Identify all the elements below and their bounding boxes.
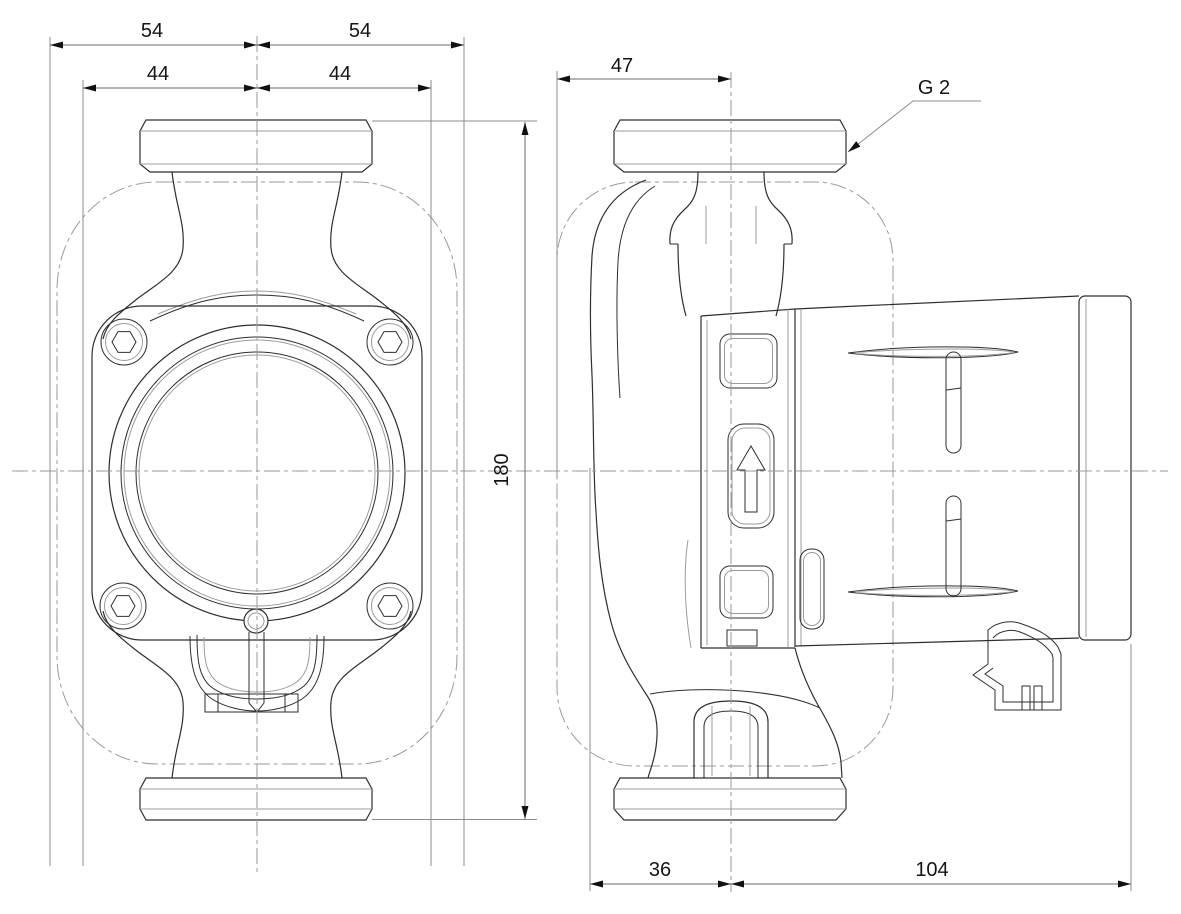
- front-top-union-nut: [139, 119, 373, 173]
- dim-104-label: 104: [915, 859, 948, 881]
- extension-lines-front: [49, 37, 465, 866]
- vent-slot-upper: [945, 351, 962, 454]
- hex-screw-bottom-right: [366, 582, 414, 630]
- side-bottom-union-nut: [613, 777, 847, 821]
- lower-recess: [719, 565, 774, 619]
- motor-end-cap: [1078, 295, 1132, 641]
- front-bottom-union-nut: [139, 777, 373, 821]
- dim-54-left-label: 54: [141, 20, 163, 42]
- cooling-fin-upper: [847, 346, 1019, 359]
- dim-180-label: 180: [491, 453, 513, 486]
- side-envelope-phantom-outline: [556, 181, 894, 767]
- side-pump-housing: [589, 179, 843, 779]
- dim-depth-47: 47: [556, 55, 731, 478]
- hex-socket-icon: [110, 595, 136, 617]
- side-top-port: [669, 171, 793, 317]
- front-dimensions: 54 54 44 44 180: [49, 20, 537, 866]
- dim-width-top-inner: 44 44: [83, 63, 431, 92]
- dim-47-label: 47: [611, 55, 633, 77]
- joint-slot: [799, 548, 825, 630]
- dim-height-180: 180: [372, 120, 537, 820]
- dim-36-label: 36: [649, 859, 671, 881]
- hex-socket-icon: [377, 595, 403, 617]
- hex-socket-icon: [377, 331, 403, 353]
- hex-screw-bottom-left: [99, 582, 147, 630]
- hex-screw-top-right: [366, 318, 414, 366]
- side-top-union-nut: [613, 119, 847, 173]
- vent-slot-lower: [945, 495, 962, 597]
- dim-54-right-label: 54: [349, 20, 371, 42]
- side-motor-housing: [794, 295, 1132, 711]
- flow-direction-button: [727, 423, 775, 529]
- side-control-head: [700, 295, 1080, 649]
- centerlines: [12, 36, 1168, 892]
- side-dimensions: 47 G 2 36 104: [556, 55, 1132, 891]
- hex-screw-top-left: [100, 318, 148, 366]
- hex-socket-icon: [111, 331, 137, 353]
- side-view: [556, 119, 1132, 821]
- electrical-plug-housing: [972, 621, 1062, 711]
- dim-44-right-label: 44: [329, 63, 351, 85]
- flow-direction-arrow-icon: [736, 445, 766, 513]
- cooling-fin-lower: [847, 585, 1019, 598]
- dim-width-top-outer: 54 54: [50, 20, 464, 49]
- thread-label: G 2: [918, 77, 950, 99]
- thread-leader-g2: G 2: [847, 77, 981, 153]
- dim-bottom-depths: 36 104: [589, 468, 1132, 891]
- front-flange-plate: [91, 305, 423, 641]
- dim-44-left-label: 44: [147, 63, 169, 85]
- display-recess: [719, 333, 778, 389]
